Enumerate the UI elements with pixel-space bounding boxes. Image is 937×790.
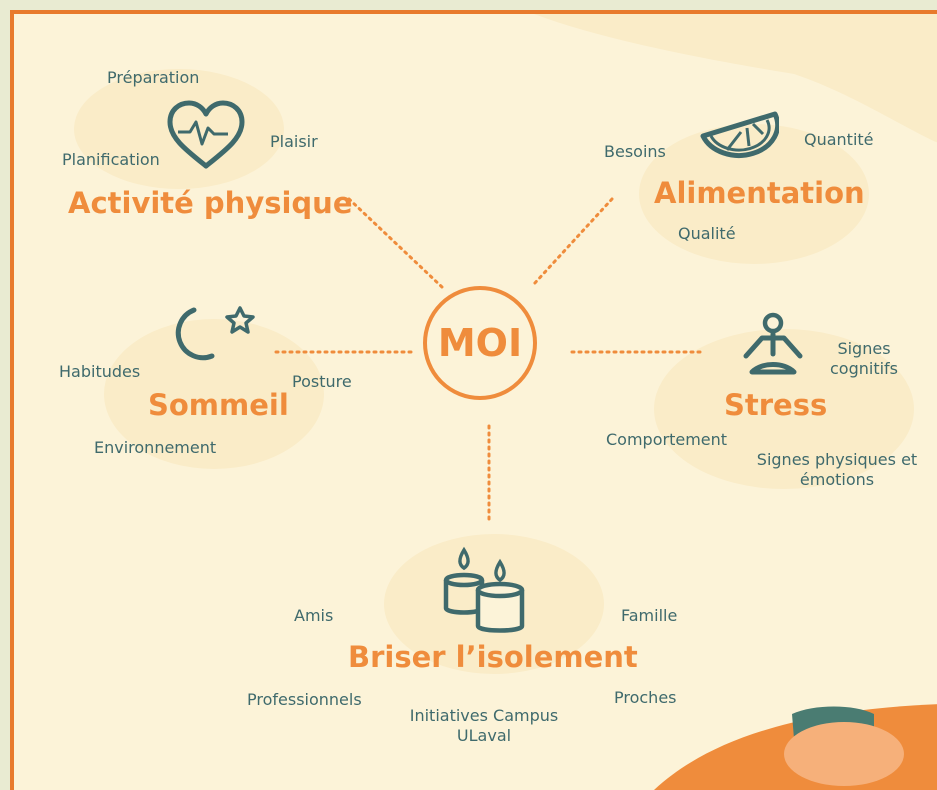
stress-title: Stress xyxy=(724,388,828,422)
isolement-title: Briser l’isolement xyxy=(348,640,638,674)
alimentation-item-quantite: Quantité xyxy=(804,130,874,149)
isolement-item-professionnels: Professionnels xyxy=(247,690,362,709)
sommeil-item-posture: Posture xyxy=(292,372,352,391)
blob-top-right xyxy=(534,14,937,143)
sommeil-title: Sommeil xyxy=(148,388,289,422)
candles-icon xyxy=(443,546,525,633)
alimentation-item-qualite: Qualité xyxy=(678,224,736,243)
background-decoration xyxy=(74,14,937,790)
blob-sommeil xyxy=(104,319,324,469)
activite-title: Activité physique xyxy=(68,186,353,220)
stress-item-signes-cognitifs: Signes cognitifs xyxy=(829,339,898,378)
meditation-icon xyxy=(743,312,803,375)
activite-item-plaisir: Plaisir xyxy=(270,132,318,151)
center-label: MOI xyxy=(437,321,523,365)
isolement-item-initiatives: Initiatives Campus ULaval xyxy=(409,706,559,745)
blob-stress xyxy=(654,329,914,489)
stress-item-signes-physiques: Signes physiques et émotions xyxy=(756,450,918,489)
alimentation-item-besoins: Besoins xyxy=(604,142,666,161)
corner-light-shape xyxy=(784,722,904,786)
sommeil-item-environnement: Environnement xyxy=(94,438,217,457)
sommeil-item-habitudes: Habitudes xyxy=(59,362,141,381)
isolement-item-famille: Famille xyxy=(621,606,678,625)
orange-slice-icon xyxy=(700,111,779,158)
isolement-item-amis: Amis xyxy=(294,606,334,625)
center-node: MOI xyxy=(423,286,537,400)
blob-activite xyxy=(74,69,284,189)
blob-alimentation xyxy=(639,124,869,264)
alimentation-title: Alimentation xyxy=(654,176,865,210)
connector-activite xyxy=(347,197,444,289)
activite-item-preparation: Préparation xyxy=(107,68,200,87)
activite-item-planification: Planification xyxy=(62,150,160,169)
stress-item-comportement: Comportement xyxy=(606,430,728,449)
isolement-item-proches: Proches xyxy=(614,688,677,707)
heart-pulse-icon xyxy=(167,100,245,169)
diagram-canvas: MOI Préparation Plaisir Planification Ac… xyxy=(10,10,937,790)
connector-alimentation xyxy=(532,197,614,286)
moon-star-icon xyxy=(175,306,255,361)
